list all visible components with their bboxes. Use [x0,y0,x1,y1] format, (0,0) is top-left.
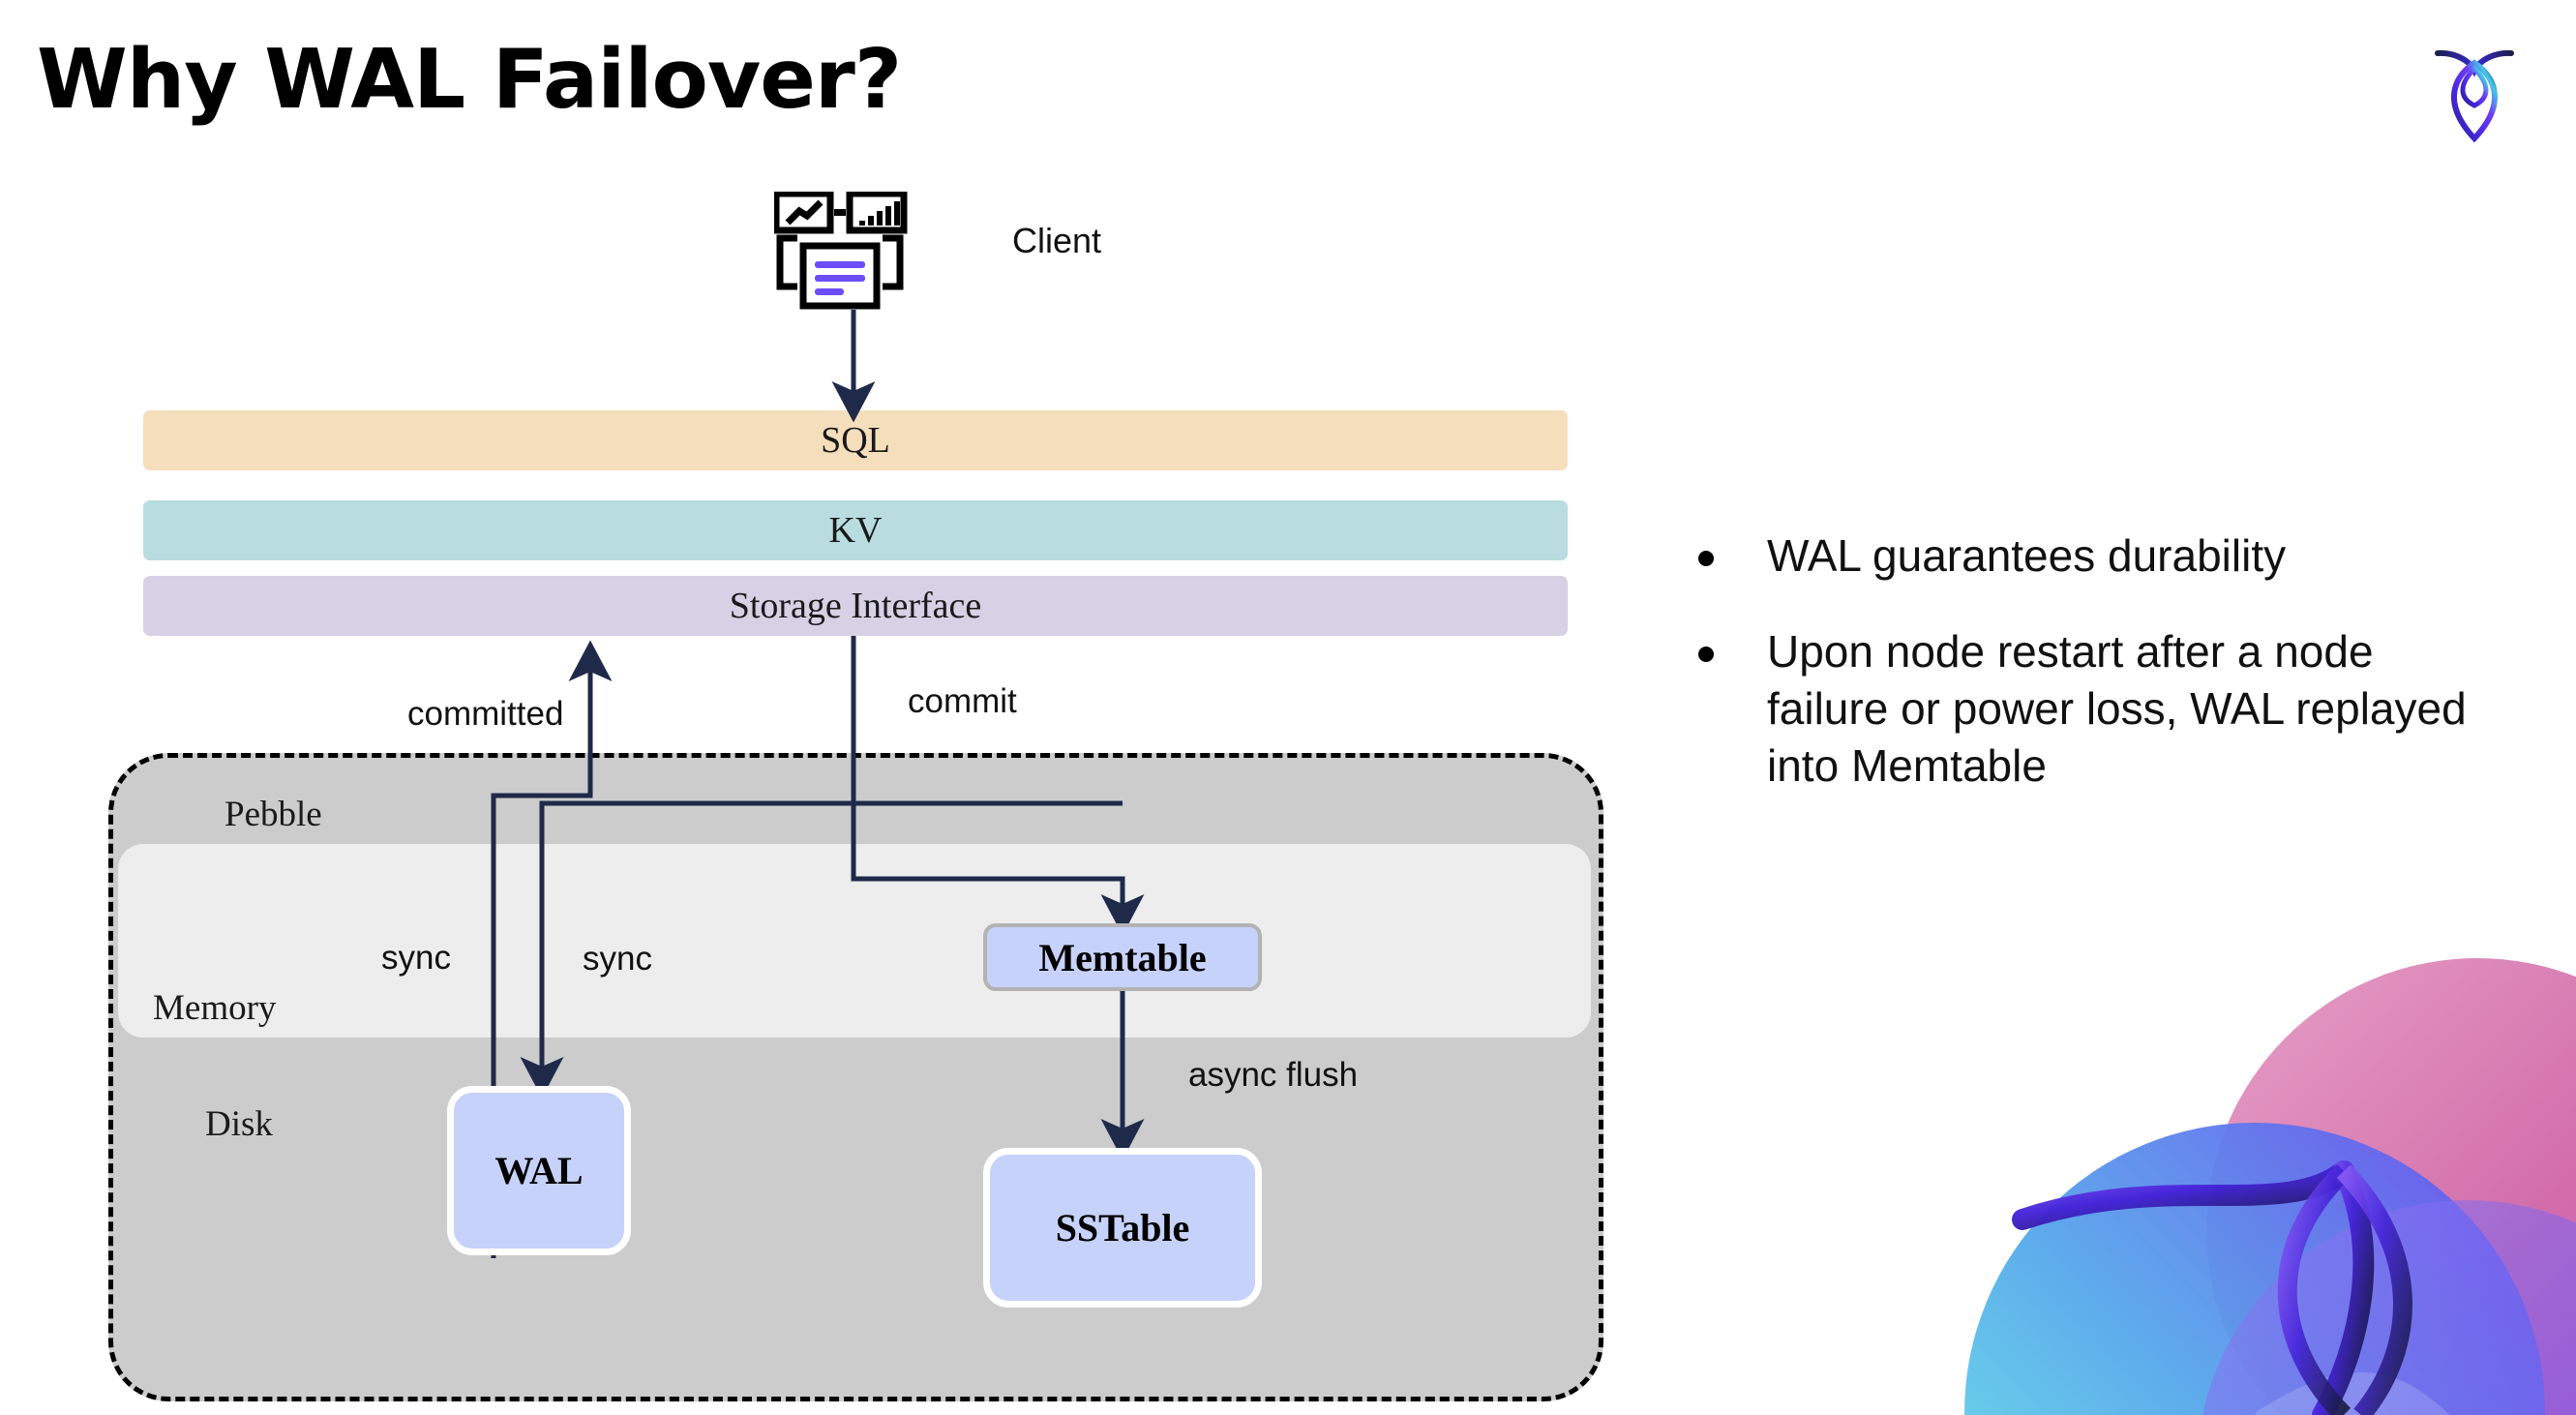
memory-label: Memory [153,988,277,1028]
edge-label-sync-ack: sync [381,939,451,977]
decorative-gradient-art [1964,929,2576,1415]
disk-label: Disk [205,1104,273,1144]
node-memtable-label: Memtable [1038,935,1207,979]
layer-bar-kv: KV [143,500,1568,560]
edge-label-sync-write: sync [583,940,652,978]
layer-bar-sql-label: SQL [821,420,890,461]
layer-bar-kv-label: KV [828,510,883,551]
edge-label-committed: committed [407,695,564,733]
architecture-diagram: Client Pebble Memory Disk SQL KV Storage… [108,190,1603,1401]
page-title: Why WAL Failover? [37,32,902,128]
pebble-label: Pebble [225,795,322,834]
list-item: Upon node restart after a node failure o… [1698,623,2501,795]
layer-bar-storage-interface-label: Storage Interface [729,586,982,626]
memory-region [118,844,1591,1038]
client-label: Client [1012,221,1102,260]
bullet-text: Upon node restart after a node failure o… [1767,625,2467,791]
client-dashboard-icon [772,190,929,317]
layer-bar-storage-interface: Storage Interface [143,576,1568,636]
node-sstable: SSTable [983,1148,1262,1308]
bullet-text: WAL guarantees durability [1767,530,2287,581]
edge-label-commit: commit [908,682,1017,720]
bullet-list: WAL guarantees durability Upon node rest… [1698,527,2501,833]
edge-label-async-flush: async flush [1188,1056,1359,1094]
bullet-dot-icon [1698,646,1714,662]
node-wal: WAL [447,1086,631,1255]
node-memtable: Memtable [983,923,1262,991]
cockroachdb-logo [2416,34,2532,150]
bullet-dot-icon [1698,551,1714,566]
node-sstable-label: SSTable [1055,1206,1190,1249]
node-wal-label: WAL [494,1149,584,1192]
list-item: WAL guarantees durability [1698,527,2501,585]
layer-bar-sql: SQL [143,410,1568,470]
